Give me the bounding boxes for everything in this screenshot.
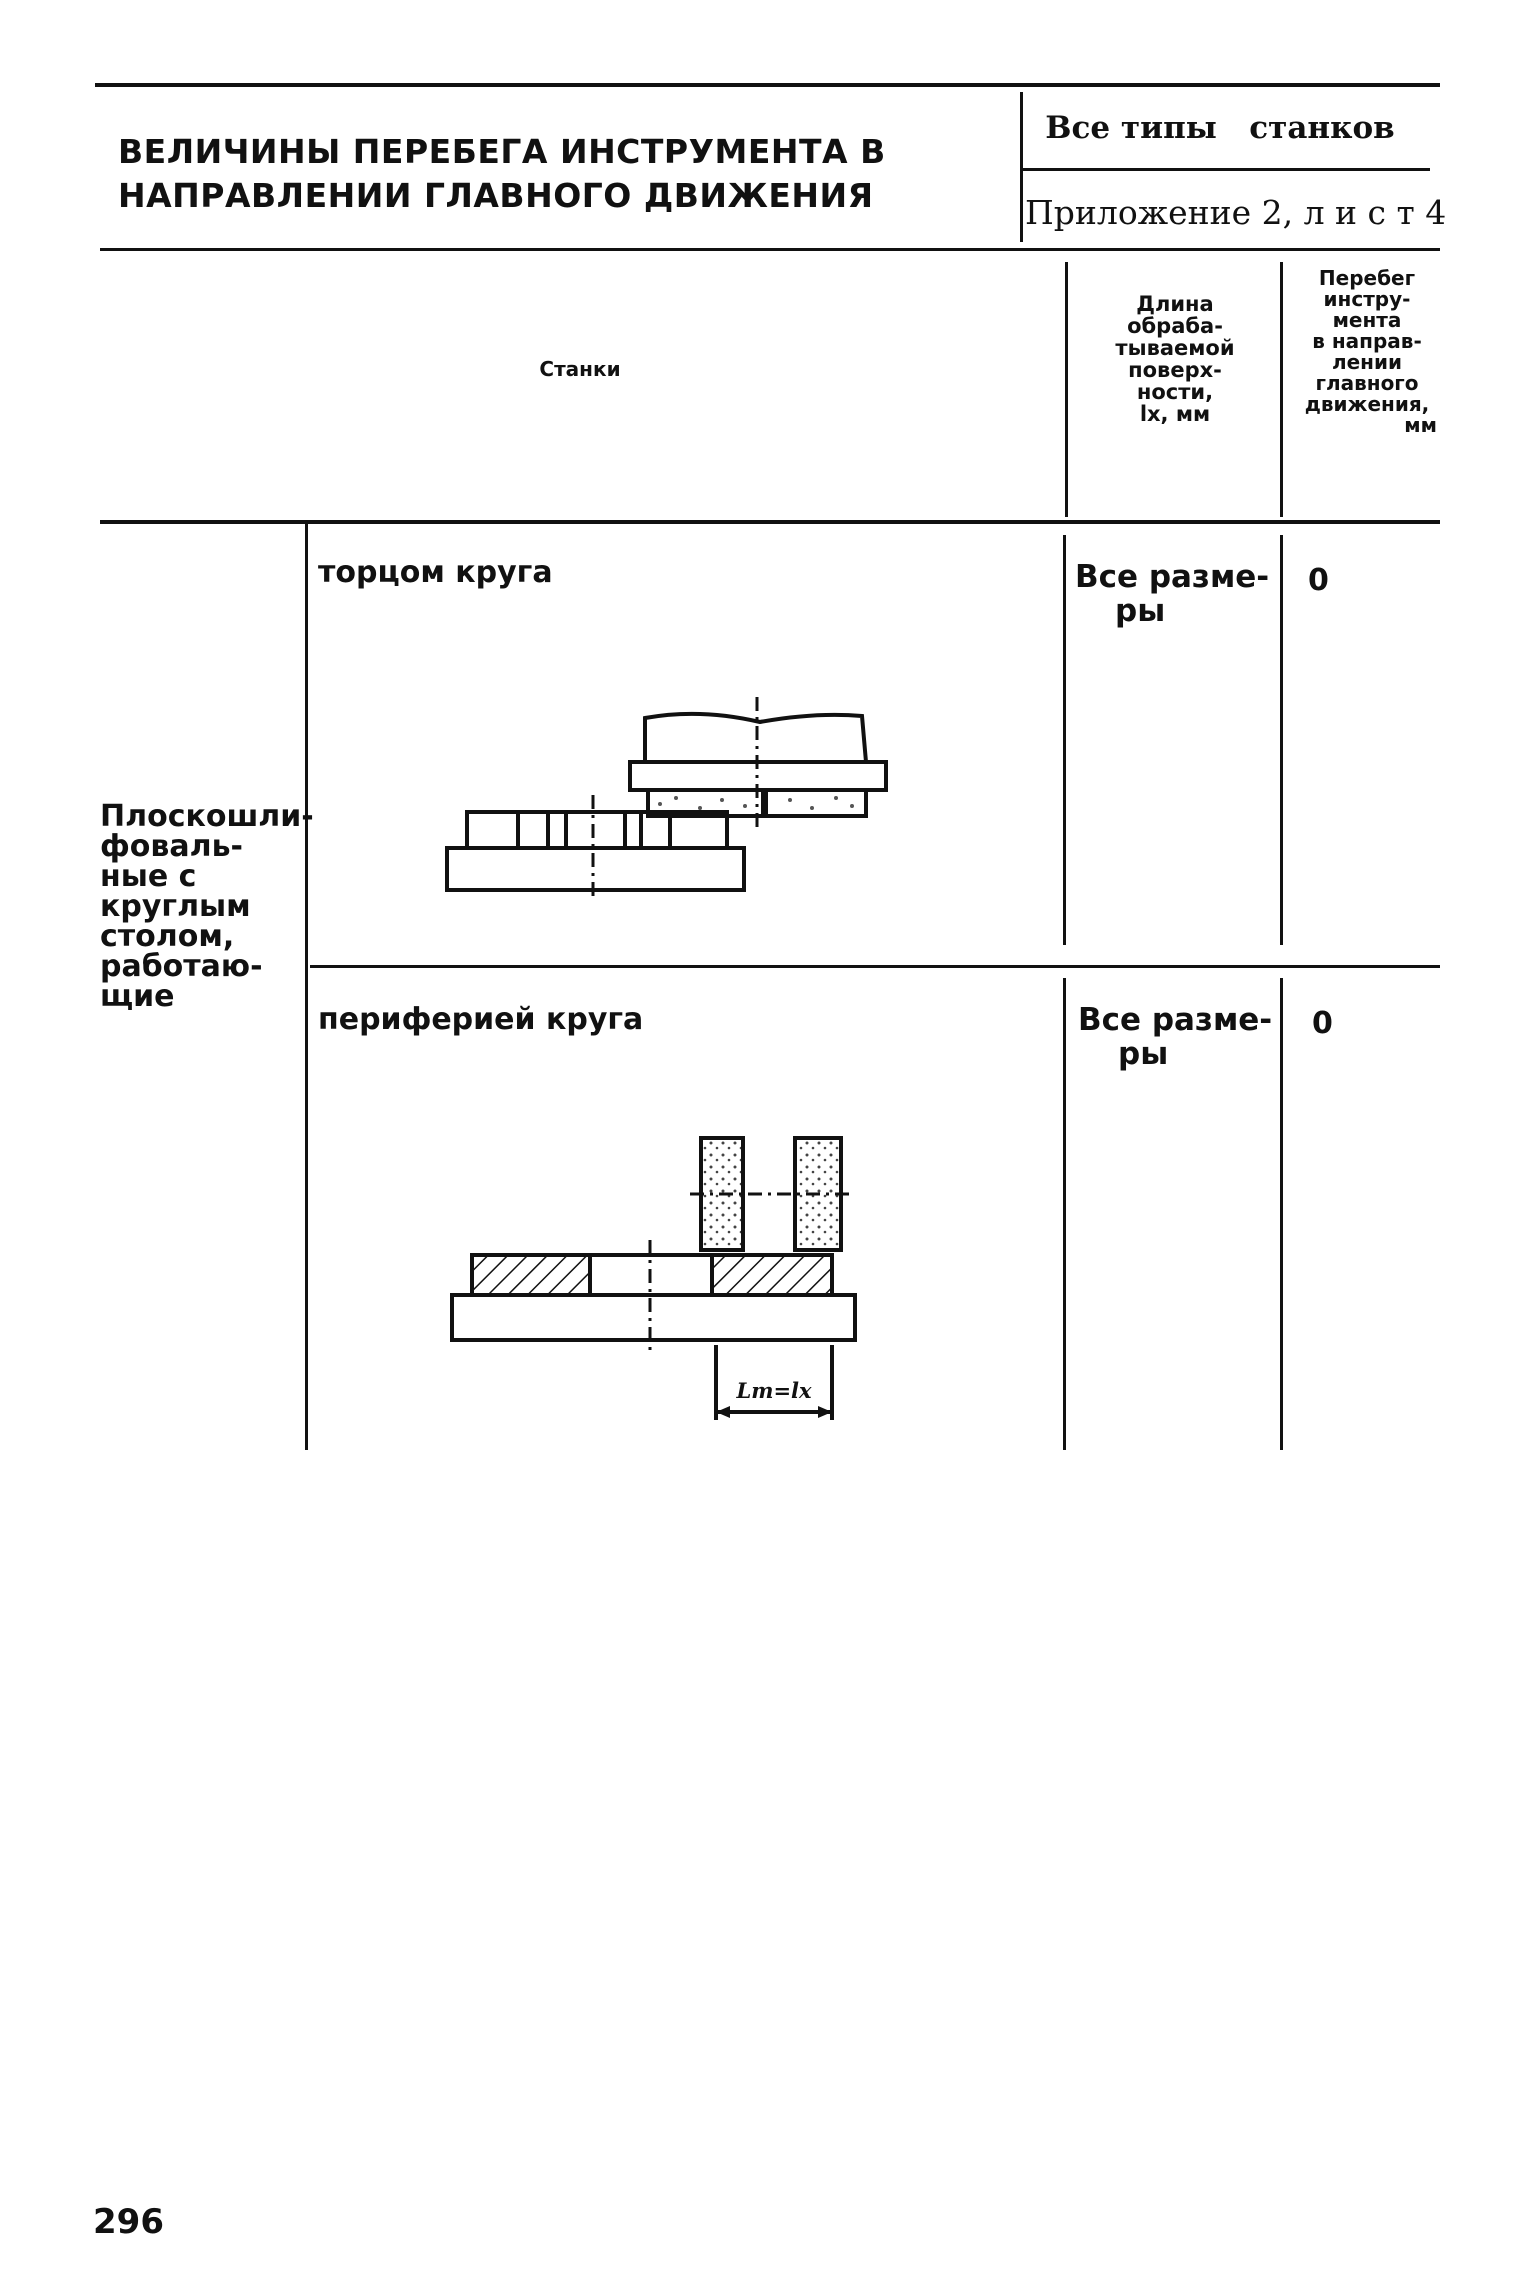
column-header-length-line: ности, [1136,380,1214,404]
machine-type-line: фоваль- [100,829,243,864]
column-header-length-line: lх, мм [1139,402,1211,426]
column-header-overrun-line: движения, [1304,392,1430,416]
machine-type-cell: Плоскошли- фоваль- ные с круглым столом,… [100,799,314,1014]
col-divider-overrun [1280,262,1283,517]
column-header-overrun-line: мента [1332,308,1402,332]
size-cell-periphery-grinding: Все разме- ры [1078,1003,1278,1071]
column-header-length-line: Длина [1136,292,1214,316]
column-header-overrun-line: лении [1331,350,1403,374]
applies-to-label: Все типы станков [1045,110,1395,146]
column-header-length-line: тываемой [1115,336,1235,360]
machine-type-line: ные с [100,859,197,894]
machine-type-line: круглым [100,889,251,924]
overrun-value-periphery-grinding: 0 [1312,1006,1333,1041]
body-divider-machine-type [305,522,308,1450]
machine-type-line: работаю- [100,949,263,984]
column-header-overrun-line: в направ- [1312,329,1422,353]
size-cell-line: Все разме- [1075,559,1270,595]
header-bottom-rule [100,248,1440,251]
body-divider-overrun [1280,535,1283,945]
column-header-overrun-line: Перебег [1318,266,1416,290]
column-header-machines: Станки [539,357,621,381]
column-header-overrun: Перебег инстру- мента в направ- лении гл… [1287,268,1447,436]
size-cell-face-grinding: Все разме- ры [1075,560,1275,628]
page-title: ВЕЛИЧИНЫ ПЕРЕБЕГА ИНСТРУМЕНТА В НАПРАВЛЕ… [118,130,978,218]
machine-type-line: Плоскошли- [100,799,314,834]
machine-type-line: щие [100,979,175,1014]
body-divider-overrun-lower [1280,978,1283,1450]
column-header-length-line: поверх- [1128,358,1222,382]
page-title-line-1: ВЕЛИЧИНЫ ПЕРЕБЕГА ИНСТРУМЕНТА В [118,132,886,171]
page-number: 296 [93,2202,164,2242]
page-title-line-2: НАПРАВЛЕНИИ ГЛАВНОГО ДВИЖЕНИЯ [118,176,874,215]
row-label-face-grinding: торцом круга [318,555,553,590]
size-cell-line: ры [1118,1036,1169,1072]
size-cell-line: ры [1115,593,1166,629]
header-divider-vertical [1020,92,1023,242]
size-cell-line: Все разме- [1078,1002,1273,1038]
header-top-rule [95,83,1440,87]
wheel-head-shape [643,711,868,763]
header-inner-rule [1022,168,1430,171]
dimension-label: Lт=lх [735,1378,812,1403]
column-header-overrun-line: главного [1315,371,1419,395]
row-separator [310,965,1440,968]
rotary-table [450,1293,857,1342]
rotary-table [445,846,746,892]
workpiece-right [710,1253,834,1297]
column-header-length: Длина обраба- тываемой поверх- ности, lх… [1070,293,1280,425]
column-header-overrun-line: инстру- [1323,287,1411,311]
grinding-wheel-right [764,788,868,818]
overrun-value-face-grinding: 0 [1308,563,1329,598]
column-header-length-line: обраба- [1127,314,1223,338]
grinding-wheel-left [646,788,765,818]
col-divider-length [1065,262,1068,517]
body-divider-length-lower [1063,978,1066,1450]
row-label-periphery-grinding: периферией круга [318,1002,644,1037]
column-header-overrun-line: мм [1404,413,1437,437]
column-header-bottom-rule [100,520,1440,524]
workpiece-left [470,1253,592,1297]
machine-type-line: столом, [100,919,235,954]
body-divider-length [1063,535,1066,945]
